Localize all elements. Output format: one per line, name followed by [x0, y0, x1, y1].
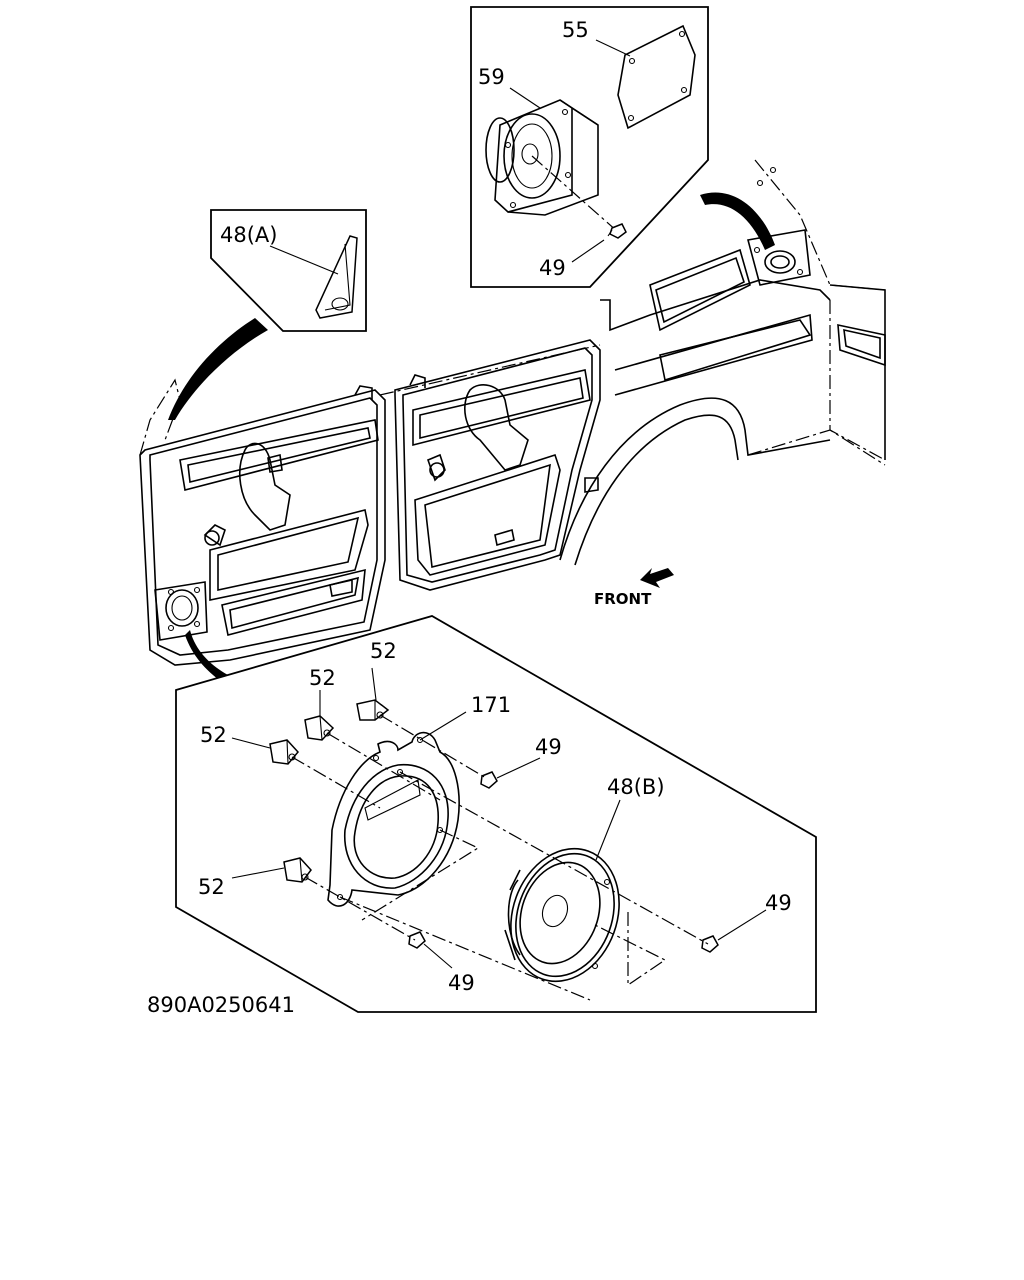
label-55: 55: [562, 18, 589, 42]
inset-tweeter: 48(A): [210, 209, 367, 332]
screw-49-bottom: [408, 931, 426, 949]
vehicle-body: [139, 159, 886, 666]
inset-front-speaker: 52 52 171 52 49 48(B) 52 49 49: [175, 615, 817, 1013]
inset-rear-speaker: 55 59 49: [470, 6, 709, 288]
arrow-front-speaker: [185, 630, 228, 682]
label-48b: 48(B): [607, 775, 665, 799]
label-52-top: 52: [370, 639, 397, 663]
label-49-top: 49: [539, 256, 566, 280]
label-49-right: 49: [765, 891, 792, 915]
speaker-48b: [504, 847, 620, 983]
clip-52-second: [304, 715, 335, 741]
label-52-bottom: 52: [198, 875, 225, 899]
screw-49-mid: [480, 771, 498, 789]
label-52-left: 52: [200, 723, 227, 747]
label-171: 171: [471, 693, 511, 717]
front-indicator: FRONT: [594, 568, 674, 608]
label-59: 59: [478, 65, 505, 89]
grille-plate-55: [617, 24, 696, 130]
arrow-48a: [168, 318, 268, 420]
front-arrow-icon: [640, 568, 674, 588]
label-52-second: 52: [309, 666, 336, 690]
label-48a: 48(A): [220, 223, 277, 247]
tweeter-48a: [315, 235, 358, 319]
bracket-171: [327, 731, 460, 907]
front-label: FRONT: [594, 590, 652, 608]
drawing-code: 890A0250641: [147, 993, 295, 1017]
screw-49-right: [701, 935, 719, 953]
clip-52-bottom: [283, 857, 312, 883]
label-49-mid: 49: [535, 735, 562, 759]
arrow-rear-speaker: [700, 192, 775, 250]
callout-arrows: [168, 192, 775, 682]
label-49-bottom: 49: [448, 971, 475, 995]
